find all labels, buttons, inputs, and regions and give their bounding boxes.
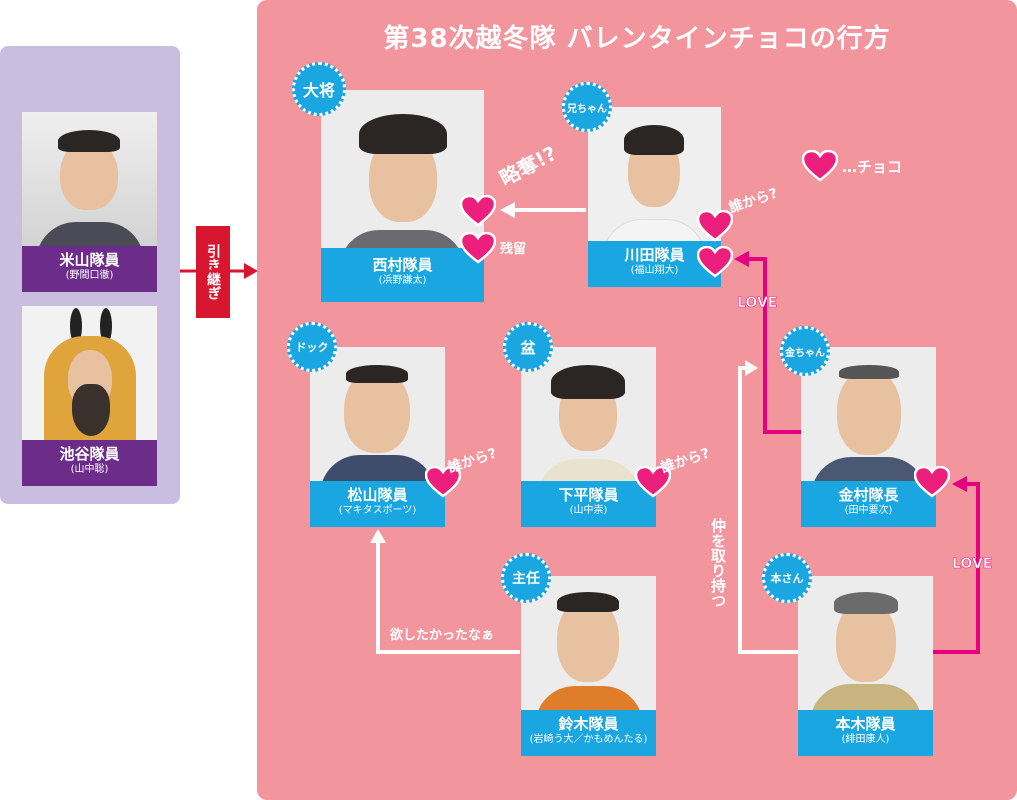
- person-hair: [58, 130, 120, 152]
- heart-icon-nishimura-2: [460, 232, 496, 264]
- arrow-love-kanamura-to-kawada: [748, 257, 802, 434]
- person-hair: [834, 592, 898, 614]
- role-badge-label: 盆: [520, 338, 536, 357]
- role-badge-label: 本さん: [770, 572, 804, 585]
- role-badge-kanamura: 金ちゃん: [780, 326, 830, 376]
- role-badge-label: 金ちゃん: [785, 347, 825, 359]
- arrowhead: [745, 360, 758, 376]
- heart-icon-matsuyama: [425, 466, 461, 498]
- member-actor: (緋田康人): [841, 734, 890, 745]
- member-actor: (田中要次): [844, 505, 893, 516]
- heart-icon-kanamura: [914, 466, 950, 498]
- heart-icon-nishimura-1: [460, 195, 496, 227]
- member-name: 鈴木隊員: [558, 715, 619, 733]
- person-hair: [624, 125, 684, 155]
- person-face: [557, 598, 619, 682]
- member-card-matsuyama: 松山隊員 (マキタスポーツ): [310, 347, 445, 527]
- handover-arrowhead: [244, 263, 258, 279]
- arrowhead: [952, 476, 967, 492]
- member-card-nishimura: 西村隊員 (浜野謙太): [321, 90, 484, 302]
- member-card-suzuki: 鈴木隊員 (岩崎う大／かもめんたる): [521, 576, 656, 756]
- member-card-motoki: 本木隊員 (緋田康人): [798, 576, 933, 756]
- bunny-ear-left: [70, 308, 82, 344]
- love-label-kanamura: LOVE: [737, 295, 778, 312]
- role-badge-label: 兄ちゃん: [567, 103, 607, 115]
- legend-label: …チョコ: [842, 158, 903, 176]
- member-actor: (野間口徹): [65, 270, 114, 281]
- arrow-love-motoki-to-kanamura: [933, 482, 980, 654]
- heart-icon-shimohira: [635, 466, 671, 498]
- member-actor: (浜野謙太): [378, 275, 427, 286]
- role-badge-shimohira: 盆: [503, 322, 553, 372]
- role-badge-kawada: 兄ちゃん: [562, 82, 612, 132]
- arrowhead: [370, 529, 386, 543]
- bunny-ear-right: [100, 308, 112, 344]
- person-hair: [557, 592, 619, 612]
- member-nameplate: 金村隊長 (田中要次): [801, 481, 936, 527]
- role-badge-label: 主任: [512, 571, 540, 587]
- member-card-yoneyama: 米山隊員 (野間口徹): [22, 112, 157, 292]
- member-actor: (岩崎う大／かもめんたる): [529, 734, 648, 745]
- member-card-kanamura: 金村隊長 (田中要次): [801, 347, 936, 527]
- member-name: 川田隊員: [624, 246, 685, 264]
- member-name: 本木隊員: [835, 715, 896, 733]
- page-title: 第38次越冬隊 バレンタインチョコの行方: [383, 24, 891, 54]
- member-name: 池谷隊員: [59, 445, 120, 463]
- role-badge-suzuki: 主任: [501, 553, 551, 603]
- note-zanryu: 残留: [500, 242, 527, 257]
- love-label-motoki: LOVE: [952, 556, 993, 573]
- heart-icon-legend: [802, 150, 838, 182]
- arrow-motoki-mediation: [738, 366, 800, 654]
- member-name: 松山隊員: [347, 486, 408, 504]
- note-hoshikatta: 欲したかったなぁ: [390, 628, 495, 643]
- member-nameplate: 鈴木隊員 (岩崎う大／かもめんたる): [521, 710, 656, 756]
- member-nameplate: 松山隊員 (マキタスポーツ): [310, 481, 445, 527]
- role-badge-nishimura: 大将: [292, 62, 346, 116]
- member-actor: (福山翔大): [630, 265, 679, 276]
- person-hair: [551, 365, 625, 399]
- member-name: 金村隊長: [838, 486, 899, 504]
- person-face: [344, 369, 410, 453]
- person-hair: [839, 365, 899, 379]
- role-badge-label: 大将: [302, 81, 335, 100]
- member-name: 米山隊員: [59, 251, 120, 269]
- member-actor: (マキタスポーツ): [338, 505, 417, 516]
- previous-team-title: 第37次越冬隊: [26, 24, 154, 48]
- arrowhead: [500, 202, 515, 218]
- beard: [72, 384, 110, 436]
- member-nameplate: 米山隊員 (野間口徹): [22, 246, 157, 292]
- person-hair: [346, 365, 408, 383]
- person-face: [837, 369, 901, 455]
- member-card-iketani: 池谷隊員 (山中聡): [22, 306, 157, 486]
- member-nameplate: 本木隊員 (緋田康人): [798, 710, 933, 756]
- heart-icon-kawada-2: [697, 246, 733, 278]
- member-actor: (山中聡): [70, 464, 109, 475]
- member-nameplate: 池谷隊員 (山中聡): [22, 440, 157, 486]
- member-name: 西村隊員: [372, 256, 433, 274]
- member-nameplate: 下平隊員 (山中崇): [521, 481, 656, 527]
- member-nameplate: 西村隊員 (浜野謙太): [321, 248, 484, 302]
- role-badge-label: ドック: [295, 341, 329, 354]
- arrow-suzuki-to-matsuyama: [376, 542, 520, 654]
- member-nameplate: 川田隊員 (福山翔大): [588, 241, 721, 287]
- person-hair: [359, 114, 447, 154]
- heart-icon-kawada-1: [697, 210, 733, 242]
- member-actor: (山中崇): [569, 505, 608, 516]
- role-badge-motoki: 本さん: [762, 553, 812, 603]
- member-name: 下平隊員: [558, 486, 619, 504]
- member-card-shimohira: 下平隊員 (山中崇): [521, 347, 656, 527]
- note-nakawotoritsu: 仲を取り持つ: [709, 518, 727, 608]
- arrowhead: [734, 251, 749, 267]
- role-badge-matsuyama: ドック: [287, 322, 337, 372]
